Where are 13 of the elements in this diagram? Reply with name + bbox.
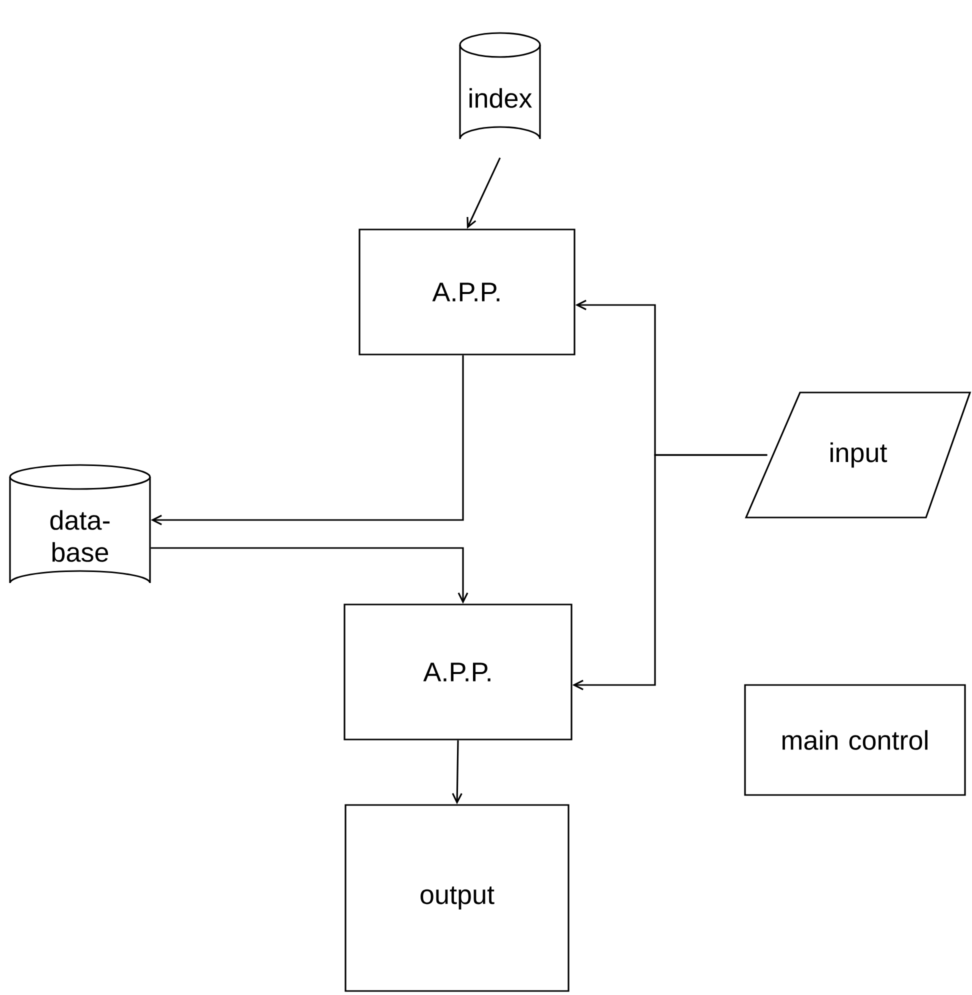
arrow [150,355,464,526]
storage-cylinder: index [459,32,541,140]
storage-cylinder: data- base [9,464,151,584]
arrow [572,454,768,690]
process-box: A.P.P. [344,604,572,740]
arrow [466,157,501,229]
arrow [452,740,462,804]
node-label: index [470,88,532,108]
process-box: main control [744,684,966,796]
process-box: A.P.P. [358,228,576,356]
arrow [150,547,468,604]
node-label: data- base [50,510,110,562]
process-box: output [344,804,570,992]
